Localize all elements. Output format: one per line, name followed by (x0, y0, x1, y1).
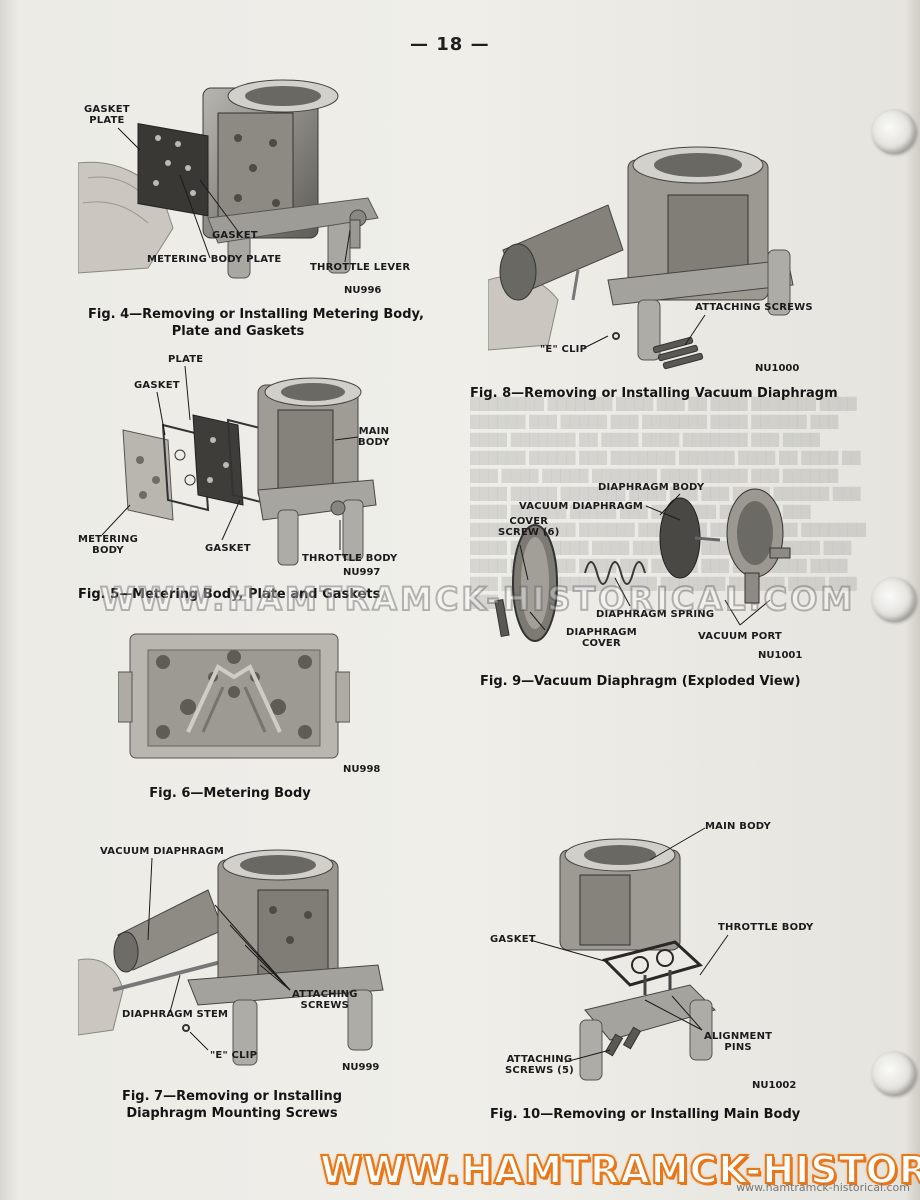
fig4-label-gasket-plate: GASKET PLATE (84, 104, 130, 126)
fig8-label-e-clip: "E" CLIP (540, 344, 588, 355)
fig5-label-main-body: MAIN BODY (358, 426, 390, 448)
fig7-label-attaching-screws: ATTACHING SCREWS (292, 989, 358, 1011)
fig4-label-metering-body-plate: METERING BODY PLATE (147, 254, 282, 265)
fig9-caption: Fig. 9—Vacuum Diaphragm (Exploded View) (480, 674, 801, 689)
fig8-label-attaching-screws: ATTACHING SCREWS (695, 302, 813, 313)
fig5-photo (118, 370, 378, 570)
page-number: — 18 — (410, 34, 490, 55)
fig9-label-diaphragm-body: DIAPHRAGM BODY (598, 482, 705, 493)
fig9-label-vacuum-port: VACUUM PORT (698, 631, 782, 642)
fig9-code: NU1001 (758, 650, 803, 661)
fig5-caption: Fig. 5—Metering Body, Plate and Gaskets (78, 587, 381, 602)
fig9-label-vacuum-diaphragm: VACUUM DIAPHRAGM (519, 501, 644, 512)
fig10-photo (540, 830, 820, 1092)
fig10-label-throttle-body: THROTTLE BODY (718, 922, 814, 933)
fig7-caption-line2: Diaphragm Mounting Screws (126, 1106, 338, 1121)
watermark-middle: WWW.HAMTRAMCK-HISTORICAL.COM (99, 579, 856, 619)
fig5-label-gasket-top: GASKET (134, 380, 180, 391)
fig10-label-gasket: GASKET (490, 934, 536, 945)
fig10-code: NU1002 (752, 1080, 797, 1091)
fig5-label-throttle-body: THROTTLE BODY (302, 553, 398, 564)
fig6-photo (118, 632, 350, 762)
fig5-label-gasket-bottom: GASKET (205, 543, 251, 554)
fig10-caption: Fig. 10—Removing or Installing Main Body (490, 1107, 801, 1122)
fig4-label-throttle-lever: THROTTLE LEVER (310, 262, 411, 273)
footer-url: www.hamtramck-historical.com (736, 1181, 910, 1194)
site-banner: WWW.HAMTRAMCK-HISTORICAL.COM (319, 1147, 920, 1193)
fig9-photo (490, 488, 800, 648)
binder-hole-top (872, 110, 916, 154)
binder-hole-bottom (872, 1052, 916, 1096)
fig10-label-alignment-pins: ALIGNMENT PINS (704, 1031, 773, 1053)
fig7-label-diaphragm-stem: DIAPHRAGM STEM (122, 1009, 229, 1020)
fig8-caption: Fig. 8—Removing or Installing Vacuum Dia… (470, 386, 838, 401)
binder-hole-middle (872, 578, 916, 622)
fig7-label-vacuum-diaphragm: VACUUM DIAPHRAGM (100, 846, 225, 857)
fig4-caption-line1: Fig. 4—Removing or Installing Metering B… (88, 307, 424, 322)
fig9-label-diaphragm-cover: DIAPHRAGM COVER (566, 627, 637, 649)
fig6-caption: Fig. 6—Metering Body (149, 786, 311, 801)
fig10-label-attaching-screws: ATTACHING SCREWS (5) (505, 1054, 574, 1076)
fig8-code: NU1000 (755, 363, 800, 374)
fig4-label-gasket: GASKET (212, 230, 258, 241)
fig5-label-metering-body: METERING BODY (78, 534, 139, 556)
fig4-code: NU996 (344, 285, 382, 296)
fig9-label-diaphragm-spring: DIAPHRAGM SPRING (596, 609, 715, 620)
fig7-caption-line1: Fig. 7—Removing or Installing (121, 1089, 343, 1104)
fig10-label-main-body: MAIN BODY (705, 821, 771, 832)
fig9-label-cover-screw: COVER SCREW (6) (498, 516, 560, 538)
fig7-label-e-clip: "E" CLIP (210, 1050, 258, 1061)
fig5-code: NU997 (343, 567, 381, 578)
fig5-label-plate: PLATE (168, 354, 204, 365)
fig7-code: NU999 (342, 1062, 380, 1073)
fig4-photo (78, 68, 418, 283)
fig6-code: NU998 (343, 764, 381, 775)
fig8-photo (488, 130, 813, 375)
fig7-photo (78, 840, 388, 1070)
fig4-caption-line2: Plate and Gaskets (171, 324, 305, 339)
